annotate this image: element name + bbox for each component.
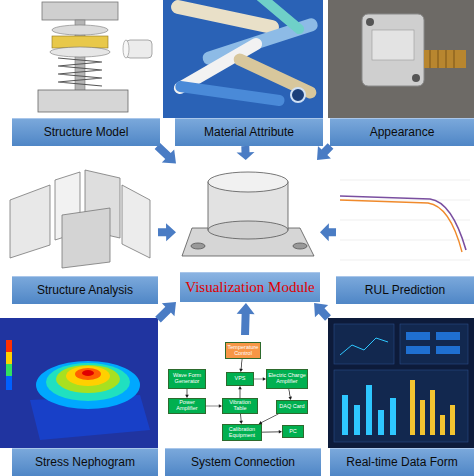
block-box: Vibration Table [222,398,258,414]
panel-label: Stress Nephogram [12,448,158,476]
block-label: Vibration Table [224,400,256,412]
structure-analysis-picture [10,170,150,268]
panel-label: Visualization Module [180,272,320,302]
block-label: Temperature Control [227,345,259,357]
flow-arrow [155,143,176,163]
system-ground [163,335,323,448]
signal-arrow [262,430,282,434]
block-box: DAQ Card [276,400,308,414]
signal-arrow [206,404,222,408]
panel-label: System Connection [165,448,321,476]
signal-arrow [288,389,292,400]
sensor-photo [328,0,474,118]
block-box: VPS [226,372,254,386]
block-label: DAQ Card [279,404,304,410]
material-tubes-picture [163,0,323,118]
sensor-3d-model [182,172,314,256]
panel-label: Structure Model [12,118,160,146]
picture-panel: Appearance [328,0,474,146]
block-box: PC [282,425,304,438]
picture-panel: Material Attribute [163,0,323,146]
panel-label: Structure Analysis [12,276,158,304]
panel-label: RUL Prediction [336,276,474,304]
signal-arrow [185,389,189,398]
picture-panel: Real-time Data Form [328,318,474,476]
flow-arrow [314,303,331,321]
block-box: Power Amplifier [168,398,206,414]
stress-nephogram-picture [0,318,158,448]
block-label: Wave Form Generator [170,373,204,385]
block-label: Power Amplifier [170,400,204,412]
block-box: Wave Form Generator [168,369,206,389]
block-box: Calibration Equipment [222,424,262,441]
picture-panel: Stress Nephogram [0,318,158,476]
rul-chart [336,160,474,272]
structure-model-picture [0,0,160,118]
block-label: Electric Charge Amplifier [268,373,306,385]
picture-panel: RUL Prediction [336,160,474,306]
signal-arrow [259,414,279,424]
flow-arrow [237,303,255,335]
block-label: Calibration Equipment [224,427,260,439]
picture-panel: Structure Model [0,0,160,146]
picture-panel: Structure Analysis [0,160,158,306]
signal-arrow [239,359,243,372]
signal-arrow [254,377,266,381]
panel-label: Appearance [330,118,474,146]
dashboard-picture [328,318,474,448]
flow-arrow [320,223,336,241]
flow-arrow [155,302,176,322]
signal-arrow [238,386,242,398]
block-label: VPS [234,376,245,382]
panel-label: Real-time Data Form [330,448,474,476]
signal-arrow [239,414,243,424]
picture-panel: Visualization Module [176,160,320,303]
panel-label: Material Attribute [175,118,323,146]
flow-arrow [158,223,176,241]
block-box: Temperature Control [225,342,261,359]
picture-panel: System Connection Temperature ControlWave… [163,335,323,476]
block-box: Electric Charge Amplifier [266,369,308,389]
block-label: PC [289,429,297,435]
flow-arrow [237,146,255,160]
